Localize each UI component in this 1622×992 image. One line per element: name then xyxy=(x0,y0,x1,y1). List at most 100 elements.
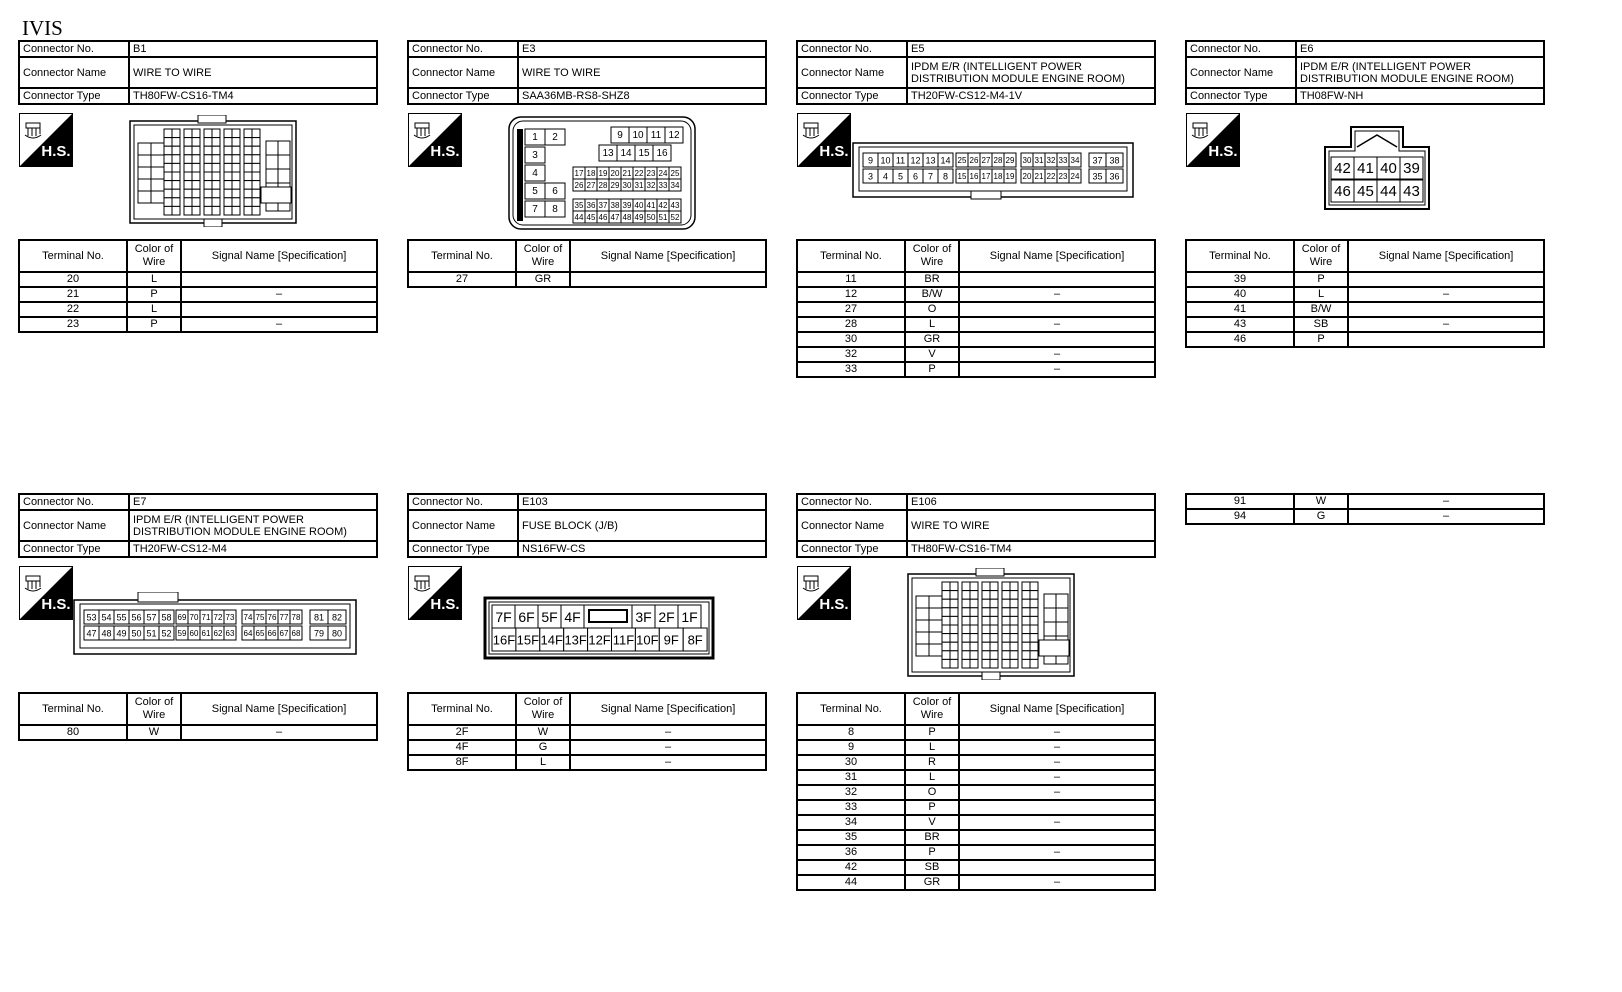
connector-name-label: Connector Name xyxy=(18,509,130,542)
pin-cell xyxy=(211,180,221,190)
pin-cell xyxy=(1029,581,1039,592)
signal-name xyxy=(180,301,378,318)
hs-label: H.S. xyxy=(41,596,70,613)
pin-cell xyxy=(183,154,193,164)
wire-color: P xyxy=(904,361,960,378)
pin-cell xyxy=(289,625,303,641)
pin-cell xyxy=(961,650,971,660)
pin-label: 2 xyxy=(552,132,558,143)
pin-cell xyxy=(961,598,971,609)
pin-cell xyxy=(203,197,213,207)
pin-label: 10 xyxy=(880,156,890,166)
terminal-no: 30 xyxy=(796,754,906,771)
pin-label: 31 xyxy=(635,181,644,190)
pin-cell xyxy=(150,178,165,192)
pin-cell xyxy=(137,166,152,180)
connector-no-label: Connector No. xyxy=(796,493,908,511)
pin-cell xyxy=(941,607,951,617)
wire-color: L xyxy=(515,754,571,771)
pin-label: 7 xyxy=(928,172,933,182)
pin-cell xyxy=(203,180,213,190)
color-of-wire-header: Color of Wire xyxy=(904,239,960,273)
connector-no-value: E106 xyxy=(906,493,1156,511)
pin-cell xyxy=(941,658,951,669)
pin-label: 52 xyxy=(671,213,680,222)
pin-cell xyxy=(1009,590,1019,600)
pin-label: 30 xyxy=(1023,156,1032,165)
pin-cell xyxy=(969,641,979,652)
pin-label: 29 xyxy=(611,181,620,190)
terminal-no-header: Terminal No. xyxy=(796,692,906,726)
signal-name: – xyxy=(569,739,767,756)
pin-cell xyxy=(203,162,213,173)
pin-label: 11 xyxy=(896,156,905,166)
pin-label: 10F xyxy=(636,633,658,648)
pin-cell xyxy=(171,180,181,190)
pin-cell xyxy=(231,137,241,147)
pin-cell xyxy=(158,609,175,625)
pin-label: 40 xyxy=(635,201,644,210)
connector-type-value: NS16FW-CS xyxy=(517,540,767,558)
pin-cell xyxy=(1029,650,1039,660)
pin-cell xyxy=(183,205,193,216)
pin-label: 81 xyxy=(314,613,324,623)
pin-cell xyxy=(1001,658,1011,669)
pin-cell xyxy=(191,162,201,173)
pin-cell xyxy=(137,190,152,204)
pin-cell xyxy=(989,590,999,600)
pin-cell xyxy=(171,137,181,147)
connector-name-label: Connector Name xyxy=(1185,56,1297,89)
pin-cell xyxy=(1003,168,1017,184)
pin-cell xyxy=(243,205,253,216)
pin-label: 38 xyxy=(611,201,620,210)
pin-cell xyxy=(163,162,173,173)
pin-cell xyxy=(961,581,971,592)
pin-cell xyxy=(928,619,943,633)
wire-color: V xyxy=(904,346,960,363)
pin-label: 39 xyxy=(623,201,632,210)
pin-label: 65 xyxy=(256,629,265,638)
wire-color: W xyxy=(515,724,571,741)
signal-name xyxy=(958,301,1156,318)
pin-cell xyxy=(251,180,261,190)
connector-name-label: Connector Name xyxy=(407,509,519,542)
wire-color: SB xyxy=(904,859,960,876)
pin-cell xyxy=(231,197,241,207)
pin-cell xyxy=(544,182,566,200)
pin-cell xyxy=(183,162,193,173)
pin-cell xyxy=(989,615,999,626)
pin-label: 50 xyxy=(647,213,656,222)
connector-no-value: E103 xyxy=(517,493,767,511)
pin-cell xyxy=(251,171,261,182)
pin-label: 37 xyxy=(599,201,608,210)
signal-name xyxy=(1347,271,1545,288)
pin-cell xyxy=(231,188,241,199)
pin-cell xyxy=(265,168,279,184)
pin-cell xyxy=(211,197,221,207)
pin-label: 15 xyxy=(958,172,967,181)
pin-label: 44 xyxy=(1380,183,1397,200)
pin-cell xyxy=(915,619,930,633)
connector-figure: H.S. xyxy=(796,558,1156,692)
pin-cell xyxy=(231,171,241,182)
pin-cell xyxy=(961,607,971,617)
pin-label: 50 xyxy=(131,629,141,639)
connector-name-label: Connector Name xyxy=(407,56,519,89)
connector-type-label: Connector Type xyxy=(18,540,130,558)
terminal-no: 33 xyxy=(796,361,906,378)
pin-cell xyxy=(1068,168,1082,184)
connector-no-value: E6 xyxy=(1295,40,1545,58)
pin-cell xyxy=(150,166,165,180)
pin-cell xyxy=(243,188,253,199)
pin-label: 38 xyxy=(1109,156,1119,166)
pin-label: 30 xyxy=(623,181,632,190)
pin-label: 73 xyxy=(226,613,235,622)
pin-cell xyxy=(981,658,991,669)
